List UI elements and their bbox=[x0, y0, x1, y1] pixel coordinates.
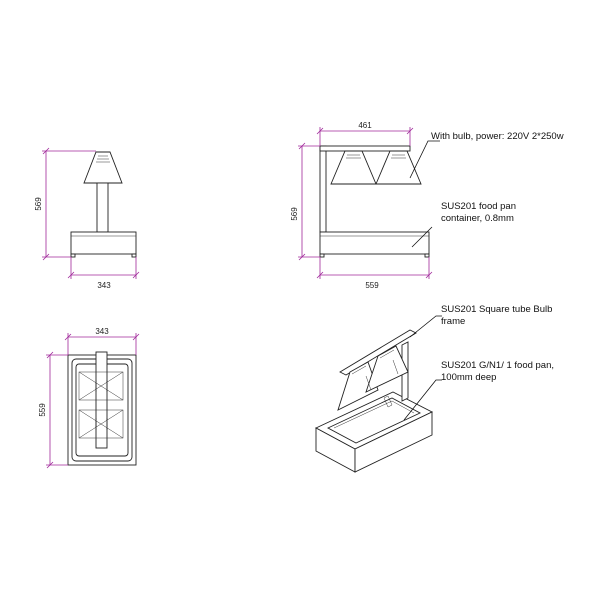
side-top-label: 461 bbox=[358, 121, 372, 130]
front-leg-left bbox=[70, 253, 76, 258]
side-height-label: 569 bbox=[290, 207, 299, 221]
iso-base-side bbox=[354, 411, 433, 473]
top-width-label: 343 bbox=[95, 327, 109, 336]
top-height-label: 559 bbox=[38, 403, 47, 417]
front-view: 569 343 bbox=[34, 147, 140, 290]
iso-food-pan bbox=[326, 397, 422, 444]
front-base bbox=[70, 231, 137, 255]
side-width-dimension: 559 bbox=[316, 257, 433, 290]
front-post bbox=[96, 182, 109, 233]
side-top-dimension: 461 bbox=[316, 121, 414, 146]
front-height-dimension: 569 bbox=[34, 147, 96, 261]
side-height-dimension: 569 bbox=[290, 142, 320, 261]
note-pan-container-1: SUS201 food pan bbox=[441, 201, 516, 212]
iso-frame-top bbox=[339, 329, 417, 376]
side-lamp-shade-2 bbox=[375, 150, 422, 185]
side-width-label: 559 bbox=[365, 281, 379, 290]
iso-lamp-shade-2 bbox=[365, 345, 409, 393]
note-frame-2: frame bbox=[441, 316, 465, 327]
isometric-view: SUS201 Square tube Bulb frame SUS201 G/N… bbox=[314, 304, 554, 473]
note-food-pan-1: SUS201 G/N1/ 1 food pan, bbox=[441, 360, 554, 371]
iso-lamp-shade-1 bbox=[337, 361, 379, 411]
top-width-dimension: 343 bbox=[64, 327, 140, 355]
front-height-label: 569 bbox=[34, 197, 43, 211]
side-lamp-shade-1 bbox=[330, 150, 377, 185]
note-frame-1: SUS201 Square tube Bulb bbox=[441, 304, 552, 315]
note-bulb: With bulb, power: 220V 2*250w bbox=[431, 131, 564, 142]
front-lamp-shade bbox=[83, 151, 123, 184]
front-width-label: 343 bbox=[97, 281, 111, 290]
side-view: 461 569 559 With bulb, power: 220V 2*250… bbox=[290, 121, 564, 290]
side-frame-top bbox=[319, 145, 411, 152]
front-width-dimension: 343 bbox=[67, 257, 140, 290]
side-base bbox=[319, 231, 430, 255]
top-view: 343 559 bbox=[38, 327, 140, 469]
top-height-dimension: 559 bbox=[38, 351, 68, 469]
front-leg-right bbox=[131, 253, 137, 258]
side-frame-post bbox=[319, 145, 327, 233]
note-food-pan-2: 100mm deep bbox=[441, 372, 496, 383]
note-pan-container-2: container, 0.8mm bbox=[441, 213, 514, 224]
